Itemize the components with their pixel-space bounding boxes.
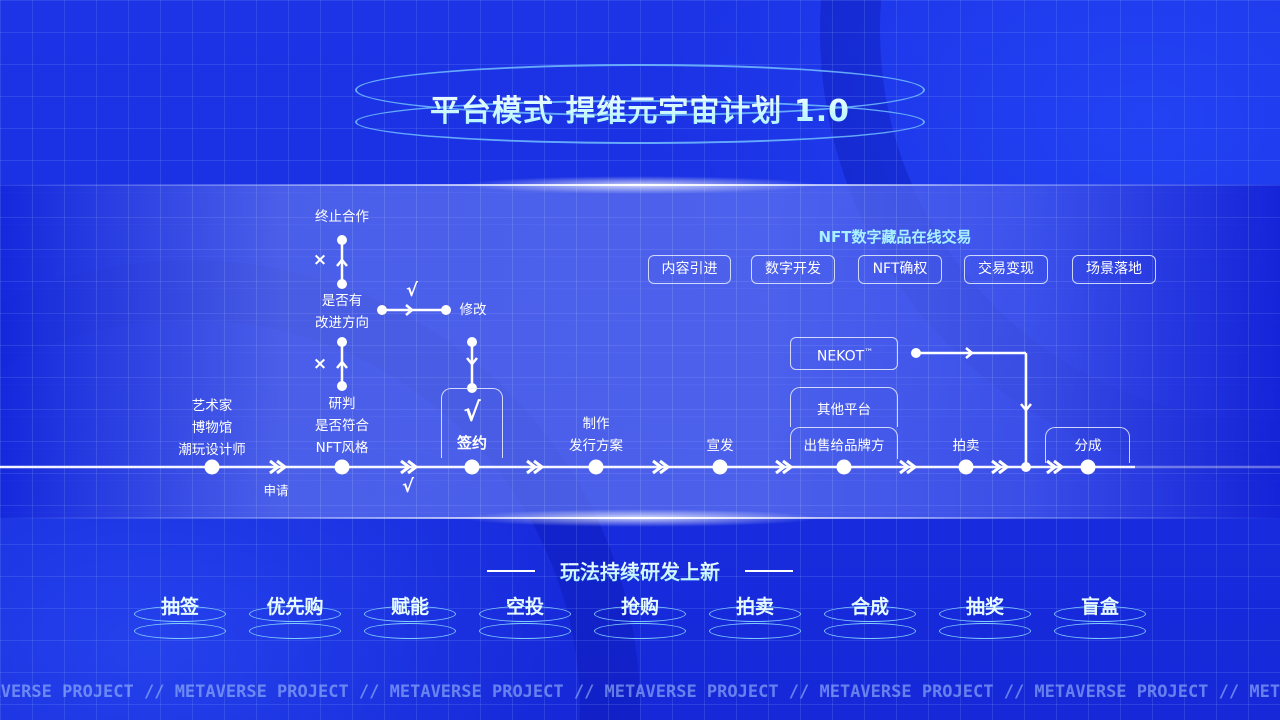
sell-box [790,427,898,459]
subtitle-dash-left [487,570,535,572]
label-line: 制作 [582,416,610,432]
page-title: 平台模式 捍维元宇宙计划 1.0 [355,86,925,130]
trademark-mark: ™ [864,348,874,358]
other-platform-box [790,387,898,427]
band-top-glow [0,176,1280,194]
gameplay-title: 玩法持续研发上新 [480,556,800,585]
gameplay-item: 空投 [479,592,571,644]
node-auction-label: 拍卖 [952,438,980,454]
gameplay-label: 抽签 [160,596,199,618]
label-line: 是否有 [321,293,363,309]
ring [249,606,341,622]
subtitle-dash-right [745,570,793,572]
gameplay-item: 拍卖 [709,592,801,644]
label-line: 是否符合 [315,418,369,434]
ring [1054,606,1146,622]
ring [134,606,226,622]
nekot-text: NEKOT [816,348,865,365]
node-artist-label: 艺术家 博物馆 潮玩设计师 [162,395,262,461]
gameplay-item: 优先购 [249,592,341,644]
ring [824,606,916,622]
gameplay-label: 盲盒 [1080,596,1119,618]
ring [479,623,571,639]
nft-tag: 交易变现 [964,255,1048,284]
footer-marquee: ETAVERSE PROJECT // METAVERSE PROJECT //… [0,682,1280,702]
ring [709,623,801,639]
nft-section-title: NFT数字藏品在线交易 [818,228,972,246]
gameplay-label: 抢购 [620,596,659,618]
reject-x-icon: × [312,250,328,270]
node-plan-label: 制作 发行方案 [551,413,641,457]
apply-label: 申请 [263,483,289,498]
ring [824,623,916,639]
node-review-label: 研判 是否符合 NFT风格 [292,393,392,459]
pass-check-icon: √ [401,476,414,497]
sign-box [441,388,503,458]
nekot-label: NEKOT™ [800,342,890,368]
ring [594,606,686,622]
modify-label: 修改 [459,302,487,318]
terminate-label: 终止合作 [315,209,369,225]
other-platform-label: 其他平台 [817,402,871,418]
ring [249,623,341,639]
gameplay-label: 抽奖 [965,596,1004,618]
gameplay-item: 抢购 [594,592,686,644]
gameplay-item: 抽签 [134,592,226,644]
ring [594,623,686,639]
nekot-box [790,337,898,370]
gameplay-label: 空投 [505,596,544,618]
gameplay-item: 抽奖 [939,592,1031,644]
share-box [1045,427,1130,463]
label-line: 艺术家 [191,398,233,414]
ring [364,623,456,639]
band-bottom-glow [0,509,1280,527]
gameplay-item: 赋能 [364,592,456,644]
ring [1054,623,1146,639]
title-ring-bottom [355,100,925,144]
gameplay-item: 合成 [824,592,916,644]
ring [479,606,571,622]
label-line: 研判 [328,396,356,412]
gameplay-label: 拍卖 [735,596,774,618]
ring [709,606,801,622]
node-share-label: 分成 [1074,438,1102,454]
label-line: NFT风格 [315,440,369,456]
label-line: 潮玩设计师 [178,442,246,458]
node-sign-label: 签约 [456,434,487,452]
sign-check-icon: √ [463,398,481,428]
nft-tag: NFT确权 [858,255,942,284]
node-sell-label: 出售给品牌方 [803,438,885,454]
modify-check-icon: √ [405,280,418,301]
gameplay-item: 盲盒 [1054,592,1146,644]
ring [939,606,1031,622]
ring [939,623,1031,639]
label-line: 发行方案 [569,438,623,454]
nft-tag: 数字开发 [751,255,835,284]
gameplay-label: 赋能 [390,596,429,618]
improve-question-label: 是否有 改进方向 [297,290,387,334]
title-block: 平台模式 捍维元宇宙计划 1.0 [355,64,925,144]
ring [364,606,456,622]
gameplay-label: 优先购 [266,596,324,618]
label-line: 博物馆 [191,420,233,436]
gameplay-label: 合成 [850,596,889,618]
reject-x-icon: × [312,354,328,374]
nft-tag: 场景落地 [1072,255,1156,284]
ring [134,623,226,639]
label-line: 改进方向 [315,315,369,331]
node-release-label: 宣发 [706,438,734,454]
nft-tag: 内容引进 [648,255,731,284]
